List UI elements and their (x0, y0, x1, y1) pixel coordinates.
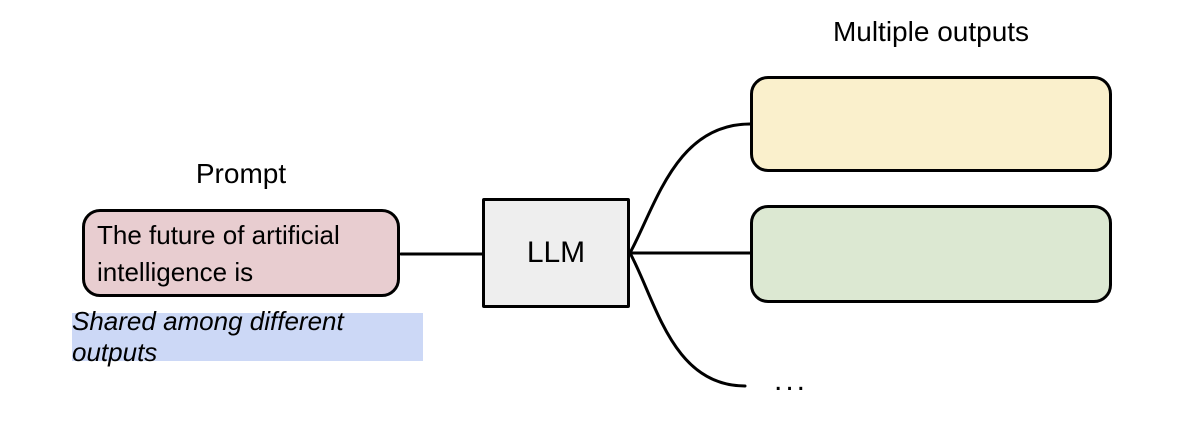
more-outputs-ellipsis: ... (774, 364, 809, 397)
llm-to-more-outputs-connector (628, 251, 747, 388)
output-box-1 (750, 76, 1112, 172)
llm-box: LLM (482, 198, 630, 308)
prompt-box: The future of artificial intelligence is (82, 209, 400, 297)
llm-to-output1-connector (628, 122, 752, 255)
prompt-box-text: The future of artificial intelligence is (97, 220, 340, 287)
llm-label: LLM (526, 236, 586, 269)
output-box-2 (750, 205, 1112, 303)
prompt-shared-note-text: Shared among different outputs (72, 306, 344, 367)
prompt-title: Prompt (195, 158, 287, 189)
prompt-shared-note: Shared among different outputs (72, 306, 423, 367)
multiple-outputs-title: Multiple outputs (832, 16, 1030, 47)
